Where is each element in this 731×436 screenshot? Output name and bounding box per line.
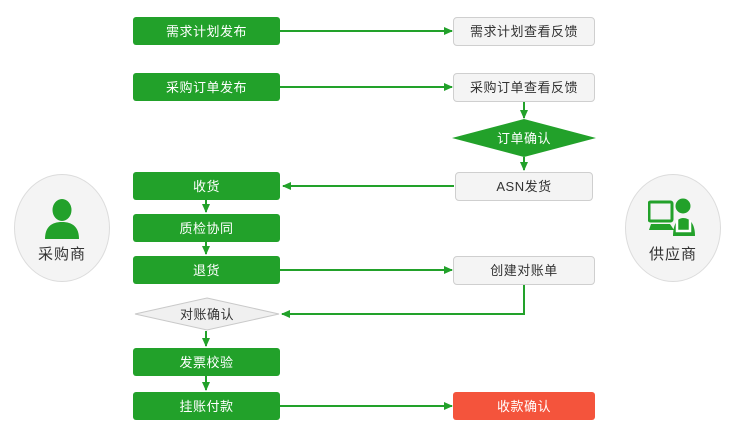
node-create-statement[interactable]: 创建对账单: [453, 256, 595, 285]
person-with-computer-icon: [647, 195, 699, 245]
person-icon: [36, 195, 88, 245]
actor-supplier-label: 供应商: [648, 245, 697, 263]
node-order-confirm-label: 订单确认: [496, 130, 551, 146]
node-return-goods[interactable]: 退货: [133, 256, 280, 284]
node-po-publish[interactable]: 采购订单发布: [133, 73, 280, 101]
node-quality-collab[interactable]: 质检协同: [133, 214, 280, 242]
node-order-confirm[interactable]: 订单确认: [452, 119, 596, 157]
actor-supplier: 供应商: [625, 174, 721, 282]
node-statement-confirm[interactable]: 对账确认: [134, 297, 280, 331]
node-demand-plan-publish[interactable]: 需求计划发布: [133, 17, 280, 45]
node-asn-shipment[interactable]: ASN发货: [455, 172, 593, 201]
node-demand-plan-feedback[interactable]: 需求计划查看反馈: [453, 17, 595, 46]
actor-buyer-label: 采购商: [37, 245, 86, 263]
actor-buyer: 采购商: [14, 174, 110, 282]
edge-create-statement-to-statement-confirm: [281, 285, 525, 318]
node-po-feedback[interactable]: 采购订单查看反馈: [453, 73, 595, 102]
node-payment-posting[interactable]: 挂账付款: [133, 392, 280, 420]
node-goods-receipt[interactable]: 收货: [133, 172, 280, 200]
node-receipt-confirm[interactable]: 收款确认: [453, 392, 595, 420]
node-invoice-verify[interactable]: 发票校验: [133, 348, 280, 376]
node-statement-confirm-label: 对账确认: [179, 306, 234, 322]
